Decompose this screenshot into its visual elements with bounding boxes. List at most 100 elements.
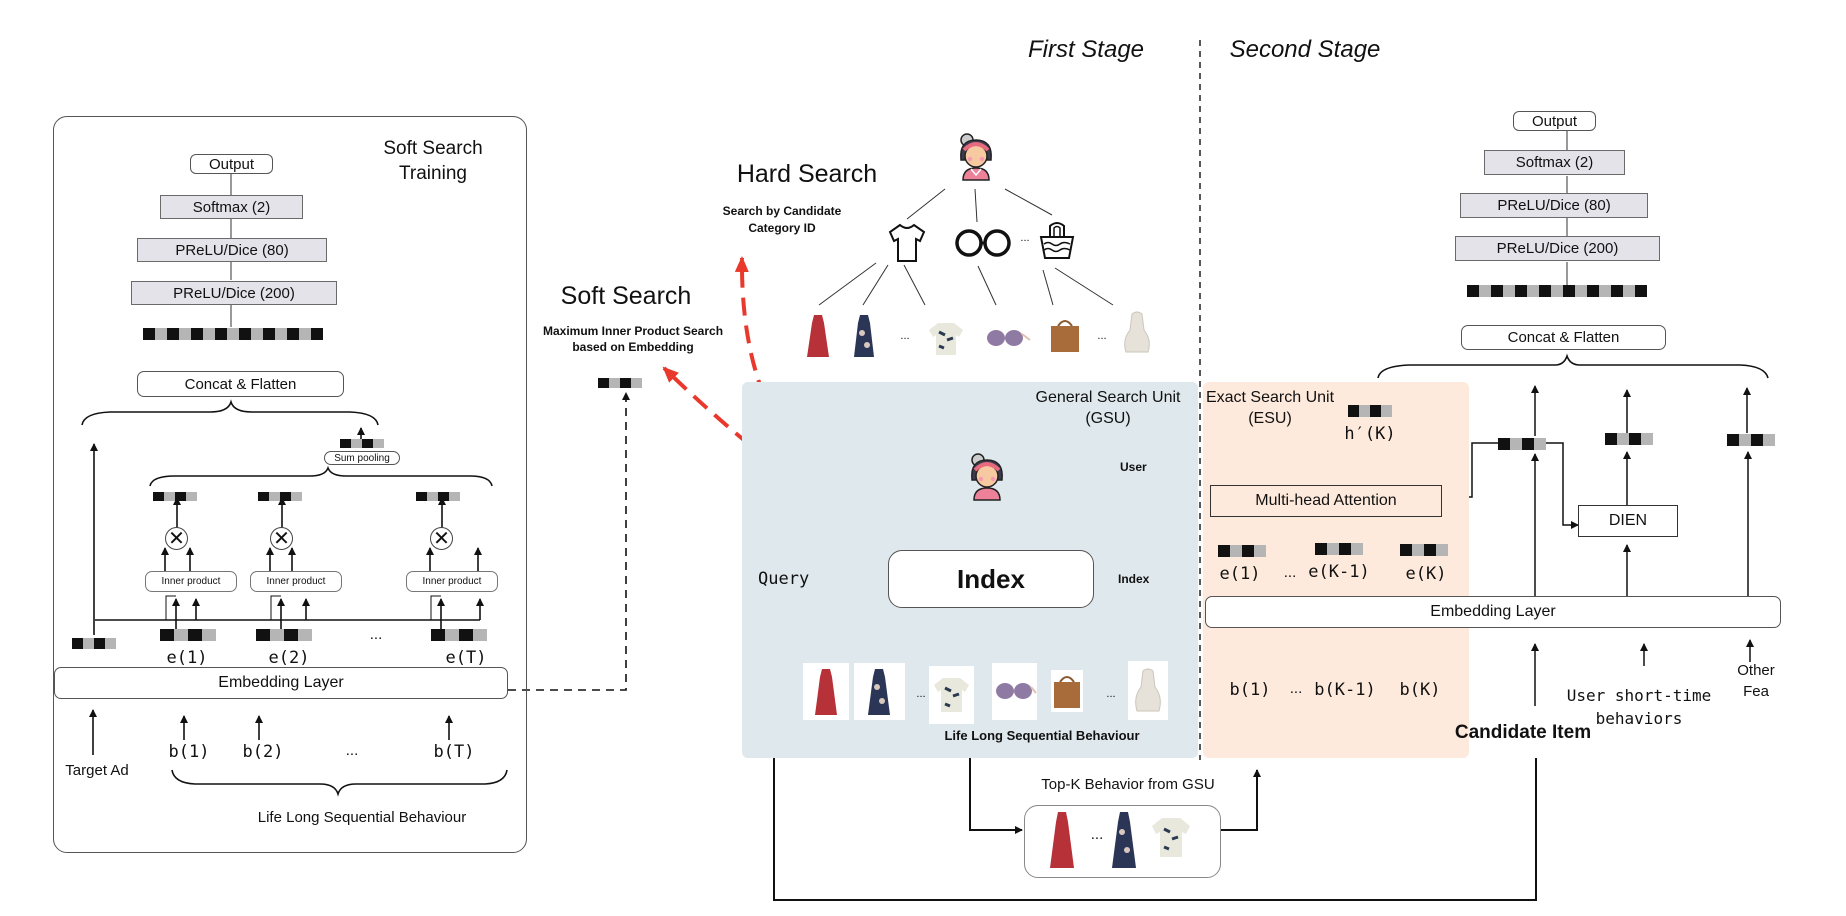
user-short-time-label: User short-time behaviors — [1567, 684, 1712, 730]
concat-flatten-node: Concat & Flatten — [1461, 325, 1666, 350]
ellipsis: ... — [900, 330, 910, 342]
softmax-layer: Softmax (2) — [160, 195, 303, 219]
embedding-vector — [256, 629, 312, 641]
sunglasses-thumbnail — [992, 663, 1037, 720]
bucket-bag-thumbnail — [1128, 661, 1168, 720]
ellipsis: ... — [1283, 564, 1297, 581]
title-line: Exact Search Unit — [1205, 389, 1335, 406]
ellipsis: ... — [916, 688, 926, 700]
other-fea-label: Other Fea — [1737, 660, 1775, 702]
desc-line: Category ID — [748, 221, 816, 235]
e-label: e(K) — [1405, 564, 1447, 584]
red-dress-thumbnail — [807, 315, 829, 357]
ellipsis: ... — [1106, 688, 1116, 700]
floral-dress-thumbnail — [854, 663, 905, 720]
second-stage-header: Second Stage — [1229, 36, 1381, 63]
ellipsis: ... — [1289, 680, 1303, 697]
first-stage-header: First Stage — [1027, 36, 1145, 63]
h-vector — [1348, 405, 1392, 417]
target-ad-label: Target Ad — [65, 762, 129, 779]
embedding-vector — [160, 629, 216, 641]
flatten-vector — [143, 328, 323, 340]
prelu-200-layer: PReLU/Dice (200) — [1455, 236, 1660, 261]
sum-pooling-node: Sum pooling — [324, 451, 400, 465]
red-dress-thumbnail — [803, 663, 849, 720]
target-ad-vector — [72, 638, 116, 649]
bag-category-icon — [1039, 222, 1075, 259]
printed-shirt-thumbnail — [929, 666, 974, 724]
title-line: (GSU) — [1085, 410, 1131, 427]
gsu-title: General Search Unit (GSU) — [1036, 387, 1181, 429]
user-avatar-icon — [960, 133, 992, 181]
other-fea-vector — [1727, 434, 1775, 446]
e-label: e(T) — [445, 648, 487, 668]
title-line: Soft Search — [383, 138, 483, 159]
desc-line: based on Embedding — [572, 340, 694, 354]
index-box: Index — [888, 550, 1094, 608]
output-node: Output — [190, 154, 273, 174]
label-line: User short-time — [1566, 686, 1712, 705]
esu-title: Exact Search Unit (ESU) — [1206, 387, 1334, 429]
hard-search-title: Hard Search — [736, 160, 878, 188]
index-row-label: Index — [1118, 572, 1150, 586]
title-line: General Search Unit — [1035, 389, 1181, 406]
e-label: e(1) — [166, 648, 208, 668]
b-label: b(K-1) — [1314, 680, 1376, 700]
esu-vector — [1400, 544, 1448, 556]
e-label: e(1) — [1219, 564, 1261, 584]
pooled-vector — [340, 439, 384, 448]
esu-vector — [1218, 545, 1266, 557]
multi-head-attention: Multi-head Attention — [1210, 485, 1442, 517]
floral-dress-thumbnail — [1112, 812, 1136, 868]
product-vector — [416, 492, 460, 501]
b-label: b(K) — [1399, 680, 1441, 700]
tshirt-category-icon — [888, 223, 926, 262]
title-line: Training — [399, 163, 467, 184]
category-tree-lines — [818, 188, 1114, 306]
softmax-layer: Softmax (2) — [1484, 150, 1625, 175]
soft-search-training-panel — [53, 116, 527, 853]
label-line: Other — [1737, 662, 1775, 679]
dien-box: DIEN — [1578, 505, 1678, 537]
esu-vector — [1315, 543, 1363, 555]
label-line: behaviors — [1595, 709, 1683, 728]
dien-vector — [1605, 433, 1653, 445]
inner-product-node: Inner product — [145, 571, 237, 592]
ellipsis: ... — [1020, 232, 1030, 244]
gsu-behaviour-label: Life Long Sequential Behaviour — [944, 728, 1140, 743]
bucket-bag-thumbnail — [1124, 311, 1150, 353]
embedding-layer: Embedding Layer — [1205, 596, 1781, 628]
b-label: b(1) — [168, 742, 210, 762]
glasses-category-icon — [955, 229, 1011, 257]
inner-product-node: Inner product — [250, 571, 342, 592]
user-avatar-icon — [971, 453, 1003, 501]
ellipsis: ... — [369, 626, 383, 643]
desc-line: Search by Candidate — [722, 204, 842, 218]
multiply-icon: ✕ — [165, 527, 188, 550]
flatten-vector — [1467, 285, 1647, 297]
candidate-item-label: Candidate Item — [1454, 722, 1592, 743]
e-label: e(K-1) — [1308, 562, 1370, 582]
soft-search-vector — [598, 378, 642, 388]
hard-search-description: Search by Candidate Category ID — [723, 203, 842, 237]
label-line: Fea — [1743, 683, 1769, 700]
candidate-vector — [1498, 438, 1546, 450]
behaviour-label: Life Long Sequential Behaviour — [257, 809, 467, 826]
concat-flatten-node: Concat & Flatten — [137, 371, 344, 397]
b-label: b(2) — [242, 742, 284, 762]
red-dress-thumbnail — [1050, 812, 1074, 868]
prelu-200-layer: PReLU/Dice (200) — [131, 281, 337, 305]
floral-dress-thumbnail — [854, 315, 874, 357]
soft-search-title: Soft Search — [560, 282, 692, 310]
prelu-80-layer: PReLU/Dice (80) — [1460, 193, 1648, 218]
product-vector — [153, 492, 197, 501]
embedding-layer: Embedding Layer — [54, 667, 508, 699]
multiply-icon: ✕ — [430, 527, 453, 550]
topk-label: Top-K Behavior from GSU — [1041, 776, 1215, 793]
ellipsis: ... — [1090, 826, 1104, 843]
b-label: b(1) — [1229, 680, 1271, 700]
handbag-thumbnail — [1051, 670, 1083, 712]
sunglasses-thumbnail — [987, 330, 1031, 346]
prelu-80-layer: PReLU/Dice (80) — [137, 238, 327, 262]
inner-product-node: Inner product — [406, 571, 498, 592]
